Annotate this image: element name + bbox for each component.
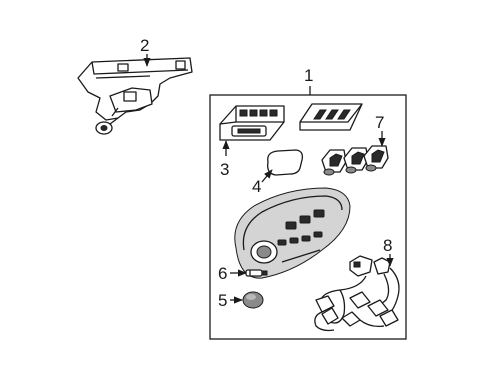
cap-part xyxy=(242,291,264,309)
leader-4 xyxy=(261,169,273,183)
callout-6: 6 xyxy=(218,264,227,283)
callout-7: 7 xyxy=(375,113,384,132)
callout-8: 8 xyxy=(383,236,392,255)
bracket-part xyxy=(77,57,193,135)
callout-4: 4 xyxy=(252,177,261,196)
callout-3: 3 xyxy=(220,160,229,179)
assembly-frame xyxy=(209,94,407,340)
bulb-part xyxy=(245,269,268,277)
switch-plate-part xyxy=(299,103,363,131)
lens-part xyxy=(267,149,304,176)
harness-part xyxy=(314,255,400,332)
callout-1: 1 xyxy=(304,66,313,85)
callout-5: 5 xyxy=(218,291,227,310)
switch-housing-part xyxy=(219,105,285,141)
console-bezel-part xyxy=(234,187,351,279)
switches-part xyxy=(321,145,389,176)
callout-2: 2 xyxy=(140,36,149,55)
